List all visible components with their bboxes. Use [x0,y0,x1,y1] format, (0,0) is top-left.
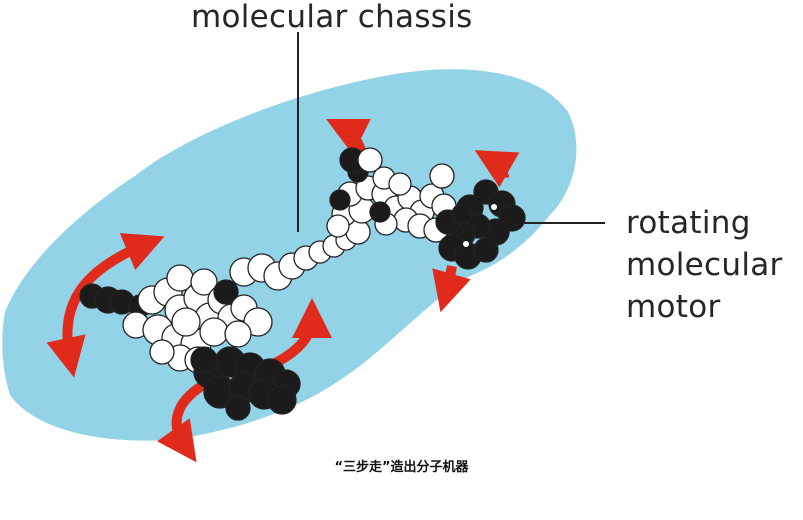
light-atom [429,163,455,189]
dark-atom [190,346,218,374]
light-atom [149,339,175,365]
dark-atom [329,189,351,211]
motor-label: rotating molecular motor [626,202,801,328]
motor-center-dot [463,241,469,247]
light-atom [388,172,412,196]
light-atom [199,317,229,347]
motor-center-dot [491,204,497,210]
dark-atom [451,203,473,225]
dark-atom [473,237,499,263]
light-atom [326,214,350,238]
chassis-label: molecular chassis [191,0,473,35]
arrow-left [46,233,165,378]
motor-label-line3: motor [626,289,721,325]
figure-caption: “三步走”造出分子机器 [334,460,469,475]
light-atom [224,320,252,348]
motor-label-line2: molecular [626,247,783,283]
light-atom [357,147,383,173]
arrow-right-bottom [432,265,471,313]
arrow-right-top [474,150,520,188]
dark-atom [225,395,251,421]
light-atom [190,268,218,296]
dark-atom [267,385,297,415]
light-atom [166,264,194,292]
dark-atom [213,279,239,305]
arrow-bottom-left [157,379,208,463]
motor-label-line1: rotating [626,205,751,241]
arrow-top [326,119,371,156]
light-atom [171,307,201,337]
molecular-car [79,147,526,421]
dark-atom [369,201,391,223]
